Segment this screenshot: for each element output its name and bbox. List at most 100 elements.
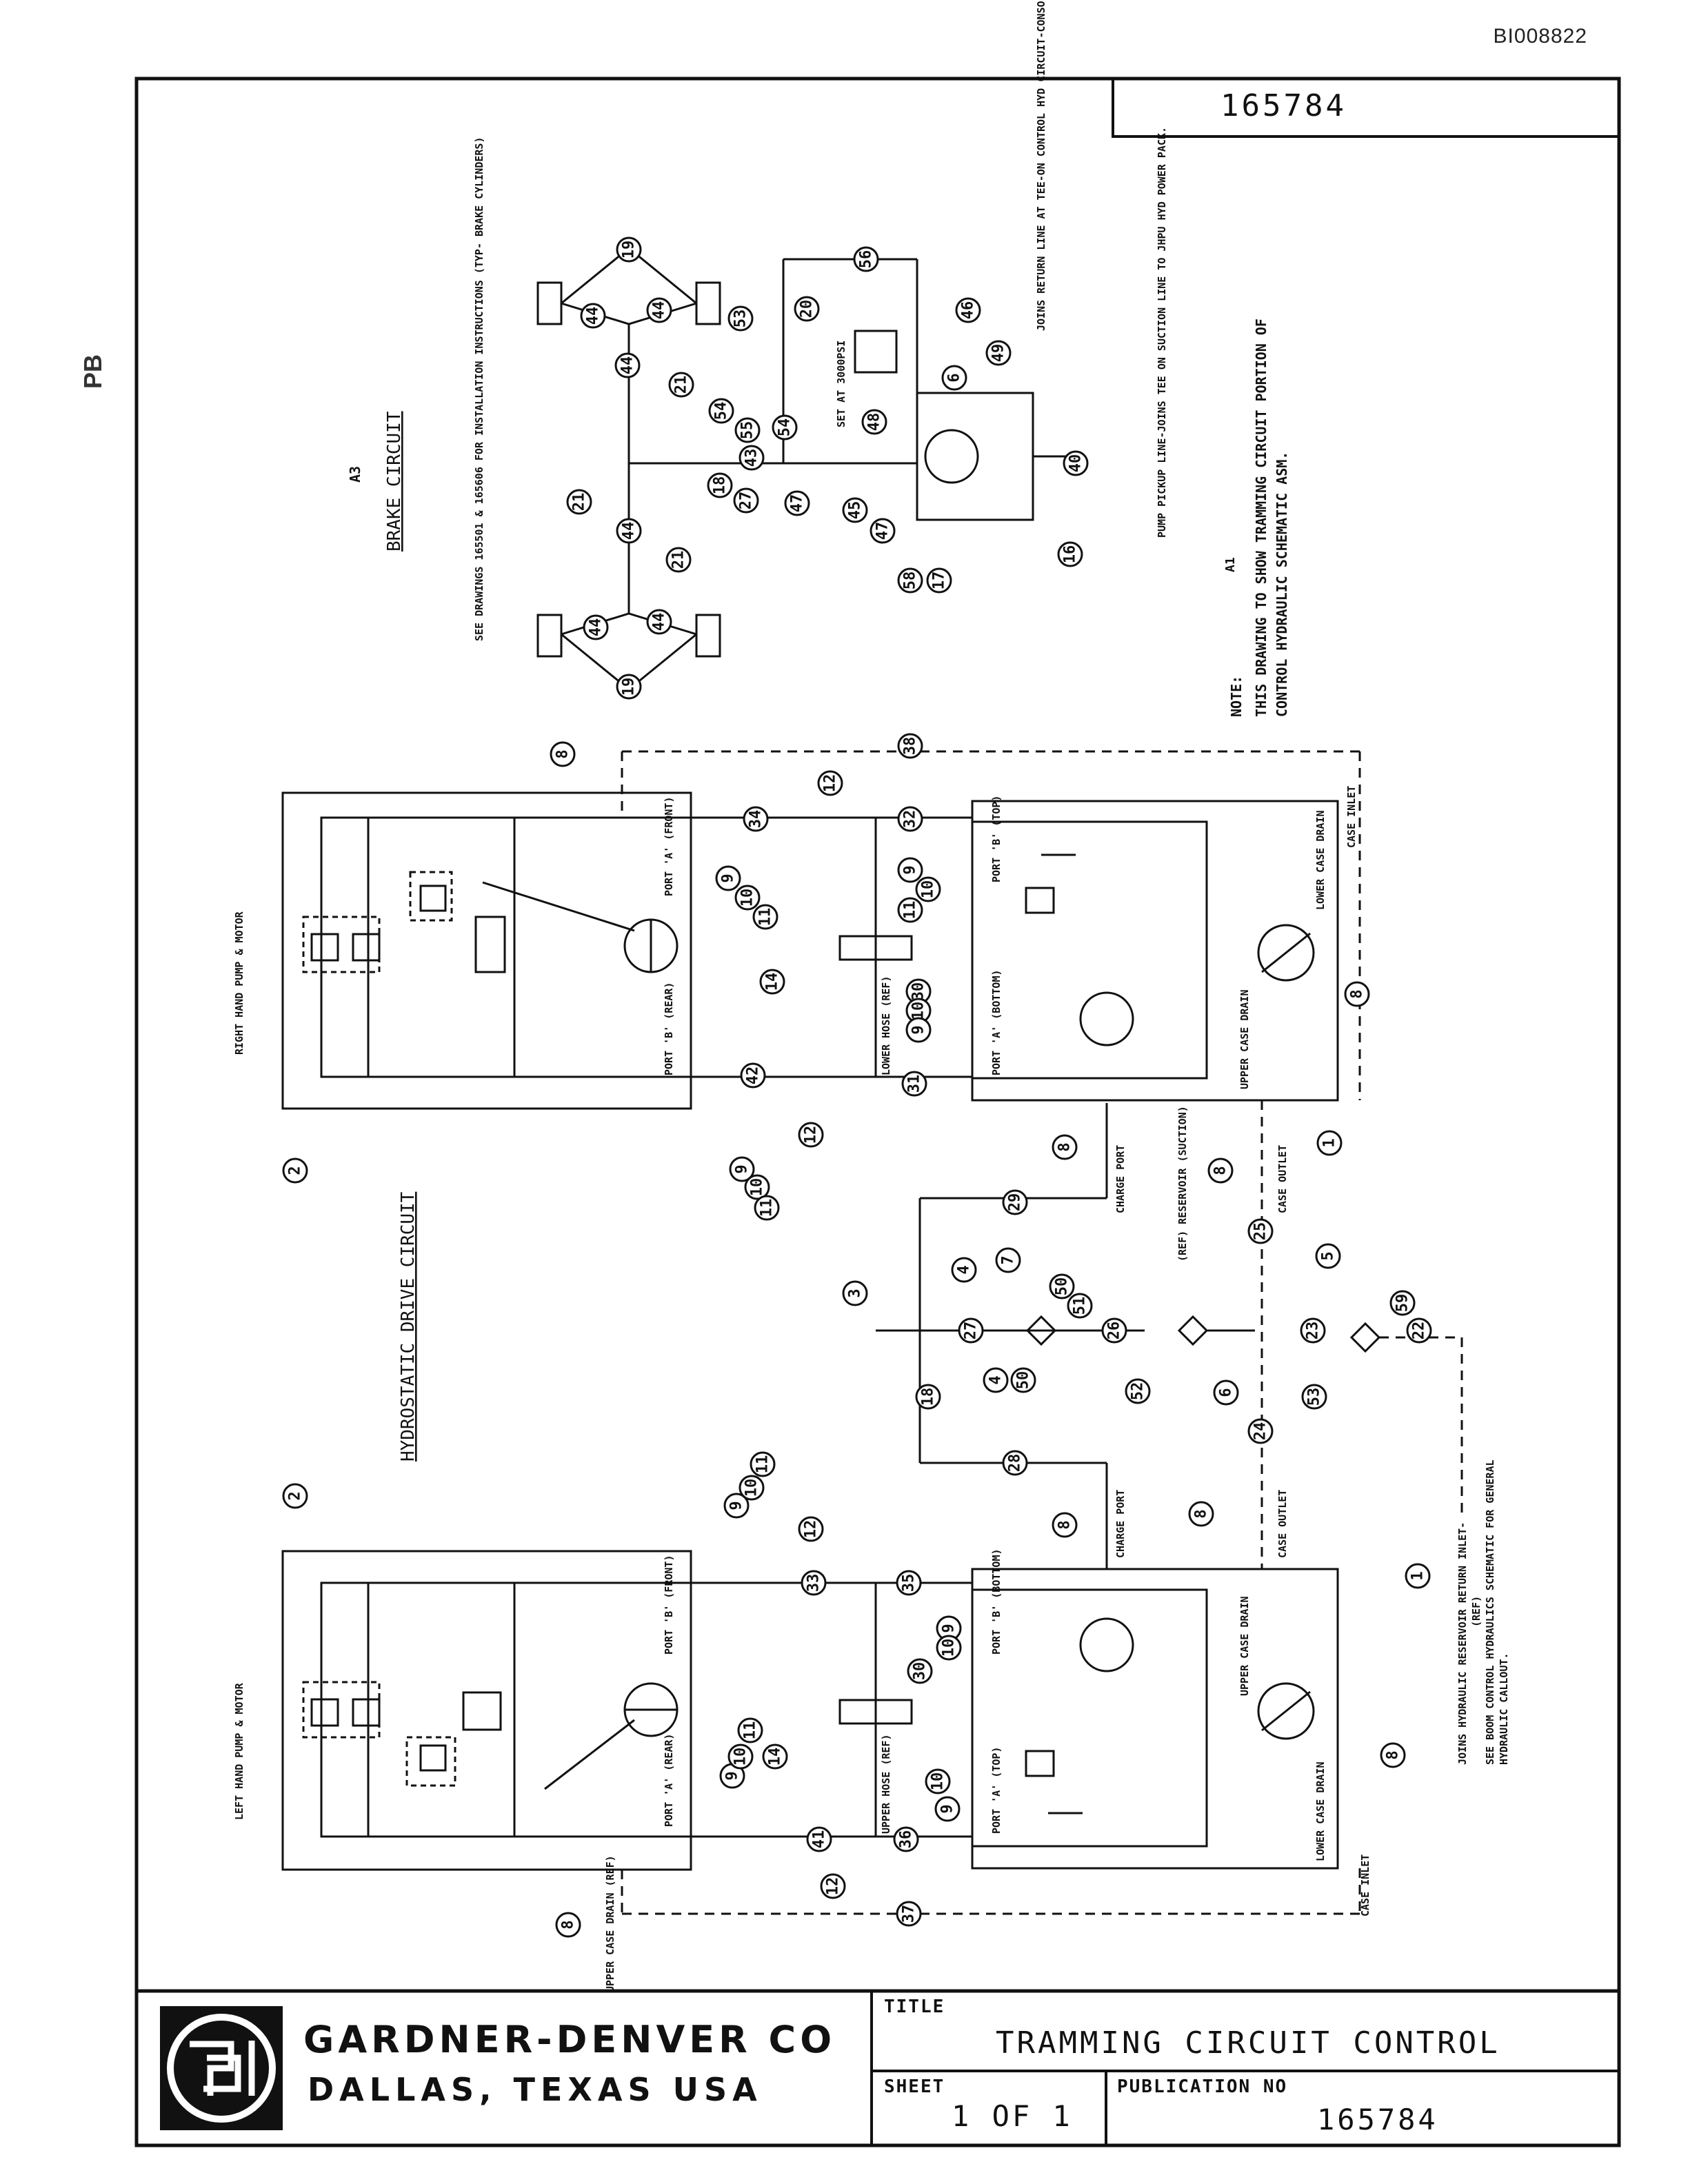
sheet-label: SHEET bbox=[884, 2076, 945, 2097]
callout-45: 45 bbox=[842, 497, 868, 523]
callout-number: 7 bbox=[1000, 1255, 1017, 1264]
callout-28: 28 bbox=[1002, 1450, 1028, 1476]
callout-50: 50 bbox=[1010, 1367, 1036, 1393]
port-b-front-label: PORT 'B' (FRONT) bbox=[663, 1555, 675, 1655]
upper-case-drain-left-label: UPPER CASE DRAIN bbox=[1238, 1597, 1251, 1697]
callout-number: 4 bbox=[987, 1375, 1005, 1384]
callout-number: 10 bbox=[920, 880, 937, 899]
right-pump-unit bbox=[971, 800, 1339, 1102]
callout-11: 11 bbox=[750, 1451, 776, 1477]
callout-number: 10 bbox=[910, 1002, 927, 1020]
callout-50: 50 bbox=[1049, 1273, 1075, 1300]
callout-circle bbox=[1125, 1378, 1151, 1404]
callout-circle bbox=[1207, 1157, 1234, 1184]
callout-54: 54 bbox=[708, 398, 734, 424]
charge-port-label: CHARGE PORT bbox=[1114, 1145, 1127, 1213]
callout-circle bbox=[772, 414, 798, 441]
callout-circle bbox=[740, 1062, 766, 1089]
callout-12: 12 bbox=[817, 770, 843, 796]
callout-number: 11 bbox=[757, 908, 774, 927]
callout-number: 27 bbox=[963, 1322, 980, 1340]
right-hand-pump-motor bbox=[281, 791, 692, 1110]
port-b-rear-label: PORT 'B' (REAR) bbox=[663, 982, 675, 1075]
callout-10: 10 bbox=[905, 998, 932, 1024]
port-a-bottom-label: PORT 'A' (BOTTOM) bbox=[990, 969, 1003, 1075]
callout-number: 44 bbox=[651, 301, 668, 320]
drawing-title: TRAMMING CIRCUIT CONTROL bbox=[996, 2025, 1500, 2061]
callout-10: 10 bbox=[936, 1635, 962, 1661]
callout-21: 21 bbox=[665, 547, 692, 573]
callout-circle bbox=[1052, 1134, 1078, 1160]
callout-circle bbox=[995, 1247, 1021, 1273]
callout-circle bbox=[893, 1826, 919, 1852]
callout-number: 44 bbox=[585, 307, 602, 325]
callout-number: 37 bbox=[901, 1905, 918, 1923]
reservoir-note-4: HYDRAULIC CALLOUT. bbox=[1498, 1652, 1510, 1765]
callout-circle bbox=[743, 806, 769, 832]
callout-circle bbox=[616, 674, 642, 700]
callout-2: 2 bbox=[282, 1483, 308, 1509]
top-drawing-number: 165784 bbox=[1220, 88, 1347, 123]
callout-circle bbox=[907, 1658, 933, 1684]
callout-circle bbox=[715, 865, 741, 891]
callout-10: 10 bbox=[727, 1743, 754, 1770]
callout-33: 33 bbox=[801, 1570, 827, 1596]
callout-number: 10 bbox=[930, 1772, 947, 1791]
callout-number: 21 bbox=[673, 376, 690, 394]
callout-27: 27 bbox=[958, 1317, 984, 1344]
callout-44: 44 bbox=[646, 609, 672, 635]
callout-36: 36 bbox=[893, 1826, 919, 1852]
callout-number: 54 bbox=[776, 418, 794, 437]
callout-circle bbox=[897, 567, 923, 594]
callout-number: 10 bbox=[749, 1178, 766, 1197]
port-a-rear-label: PORT 'A' (REAR) bbox=[663, 1734, 675, 1827]
callout-38: 38 bbox=[897, 733, 923, 759]
callout-number: 14 bbox=[764, 973, 781, 991]
callout-number: 12 bbox=[822, 774, 839, 793]
callout-number: 16 bbox=[1062, 545, 1079, 564]
callout-52: 52 bbox=[1125, 1378, 1151, 1404]
callout-49: 49 bbox=[985, 340, 1012, 366]
callout-number: 9 bbox=[724, 1771, 741, 1780]
callout-circle bbox=[1101, 1317, 1127, 1344]
callout-number: 2 bbox=[287, 1491, 304, 1500]
callout-22: 22 bbox=[1406, 1317, 1432, 1344]
callout-number: 8 bbox=[1193, 1509, 1210, 1518]
callout-number: 44 bbox=[621, 522, 638, 540]
port-a-front-label: PORT 'A' (FRONT) bbox=[663, 797, 675, 897]
callout-circle bbox=[820, 1873, 846, 1899]
callout-circle bbox=[646, 297, 672, 323]
callout-53: 53 bbox=[1301, 1384, 1327, 1410]
callout-circle bbox=[1063, 450, 1089, 476]
callout-number: 3 bbox=[847, 1288, 864, 1297]
callout-circle bbox=[1067, 1293, 1093, 1319]
callout-number: 44 bbox=[587, 618, 605, 637]
callout-8: 8 bbox=[555, 1912, 581, 1938]
callout-8: 8 bbox=[1052, 1512, 1078, 1538]
callout-circle bbox=[897, 806, 923, 832]
callout-circle bbox=[1188, 1501, 1214, 1527]
callout-circle bbox=[806, 1826, 832, 1852]
callout-circle bbox=[784, 490, 810, 516]
callout-circle bbox=[616, 518, 642, 544]
callout-number: 48 bbox=[866, 413, 883, 432]
callout-circle bbox=[729, 1156, 755, 1182]
callout-circle bbox=[1247, 1218, 1274, 1244]
callout-47: 47 bbox=[870, 518, 896, 544]
reservoir-label: (REF) RESERVOIR (SUCTION) bbox=[1176, 1106, 1189, 1262]
callout-29: 29 bbox=[1002, 1189, 1028, 1215]
callout-30: 30 bbox=[907, 1658, 933, 1684]
company-name: GARDNER-DENVER CO bbox=[303, 2018, 836, 2061]
callout-25: 25 bbox=[1247, 1218, 1274, 1244]
callout-number: 34 bbox=[747, 810, 765, 829]
callout-number: 53 bbox=[732, 310, 750, 328]
upper-hose-label: UPPER HOSE (REF) bbox=[880, 1735, 892, 1834]
callout-43: 43 bbox=[738, 445, 765, 471]
callout-34: 34 bbox=[743, 806, 769, 832]
callout-circle bbox=[983, 1367, 1009, 1393]
callout-number: 21 bbox=[571, 493, 588, 512]
callout-number: 10 bbox=[732, 1748, 750, 1766]
callout-56: 56 bbox=[853, 246, 879, 272]
callout-number: 50 bbox=[1015, 1371, 1032, 1390]
